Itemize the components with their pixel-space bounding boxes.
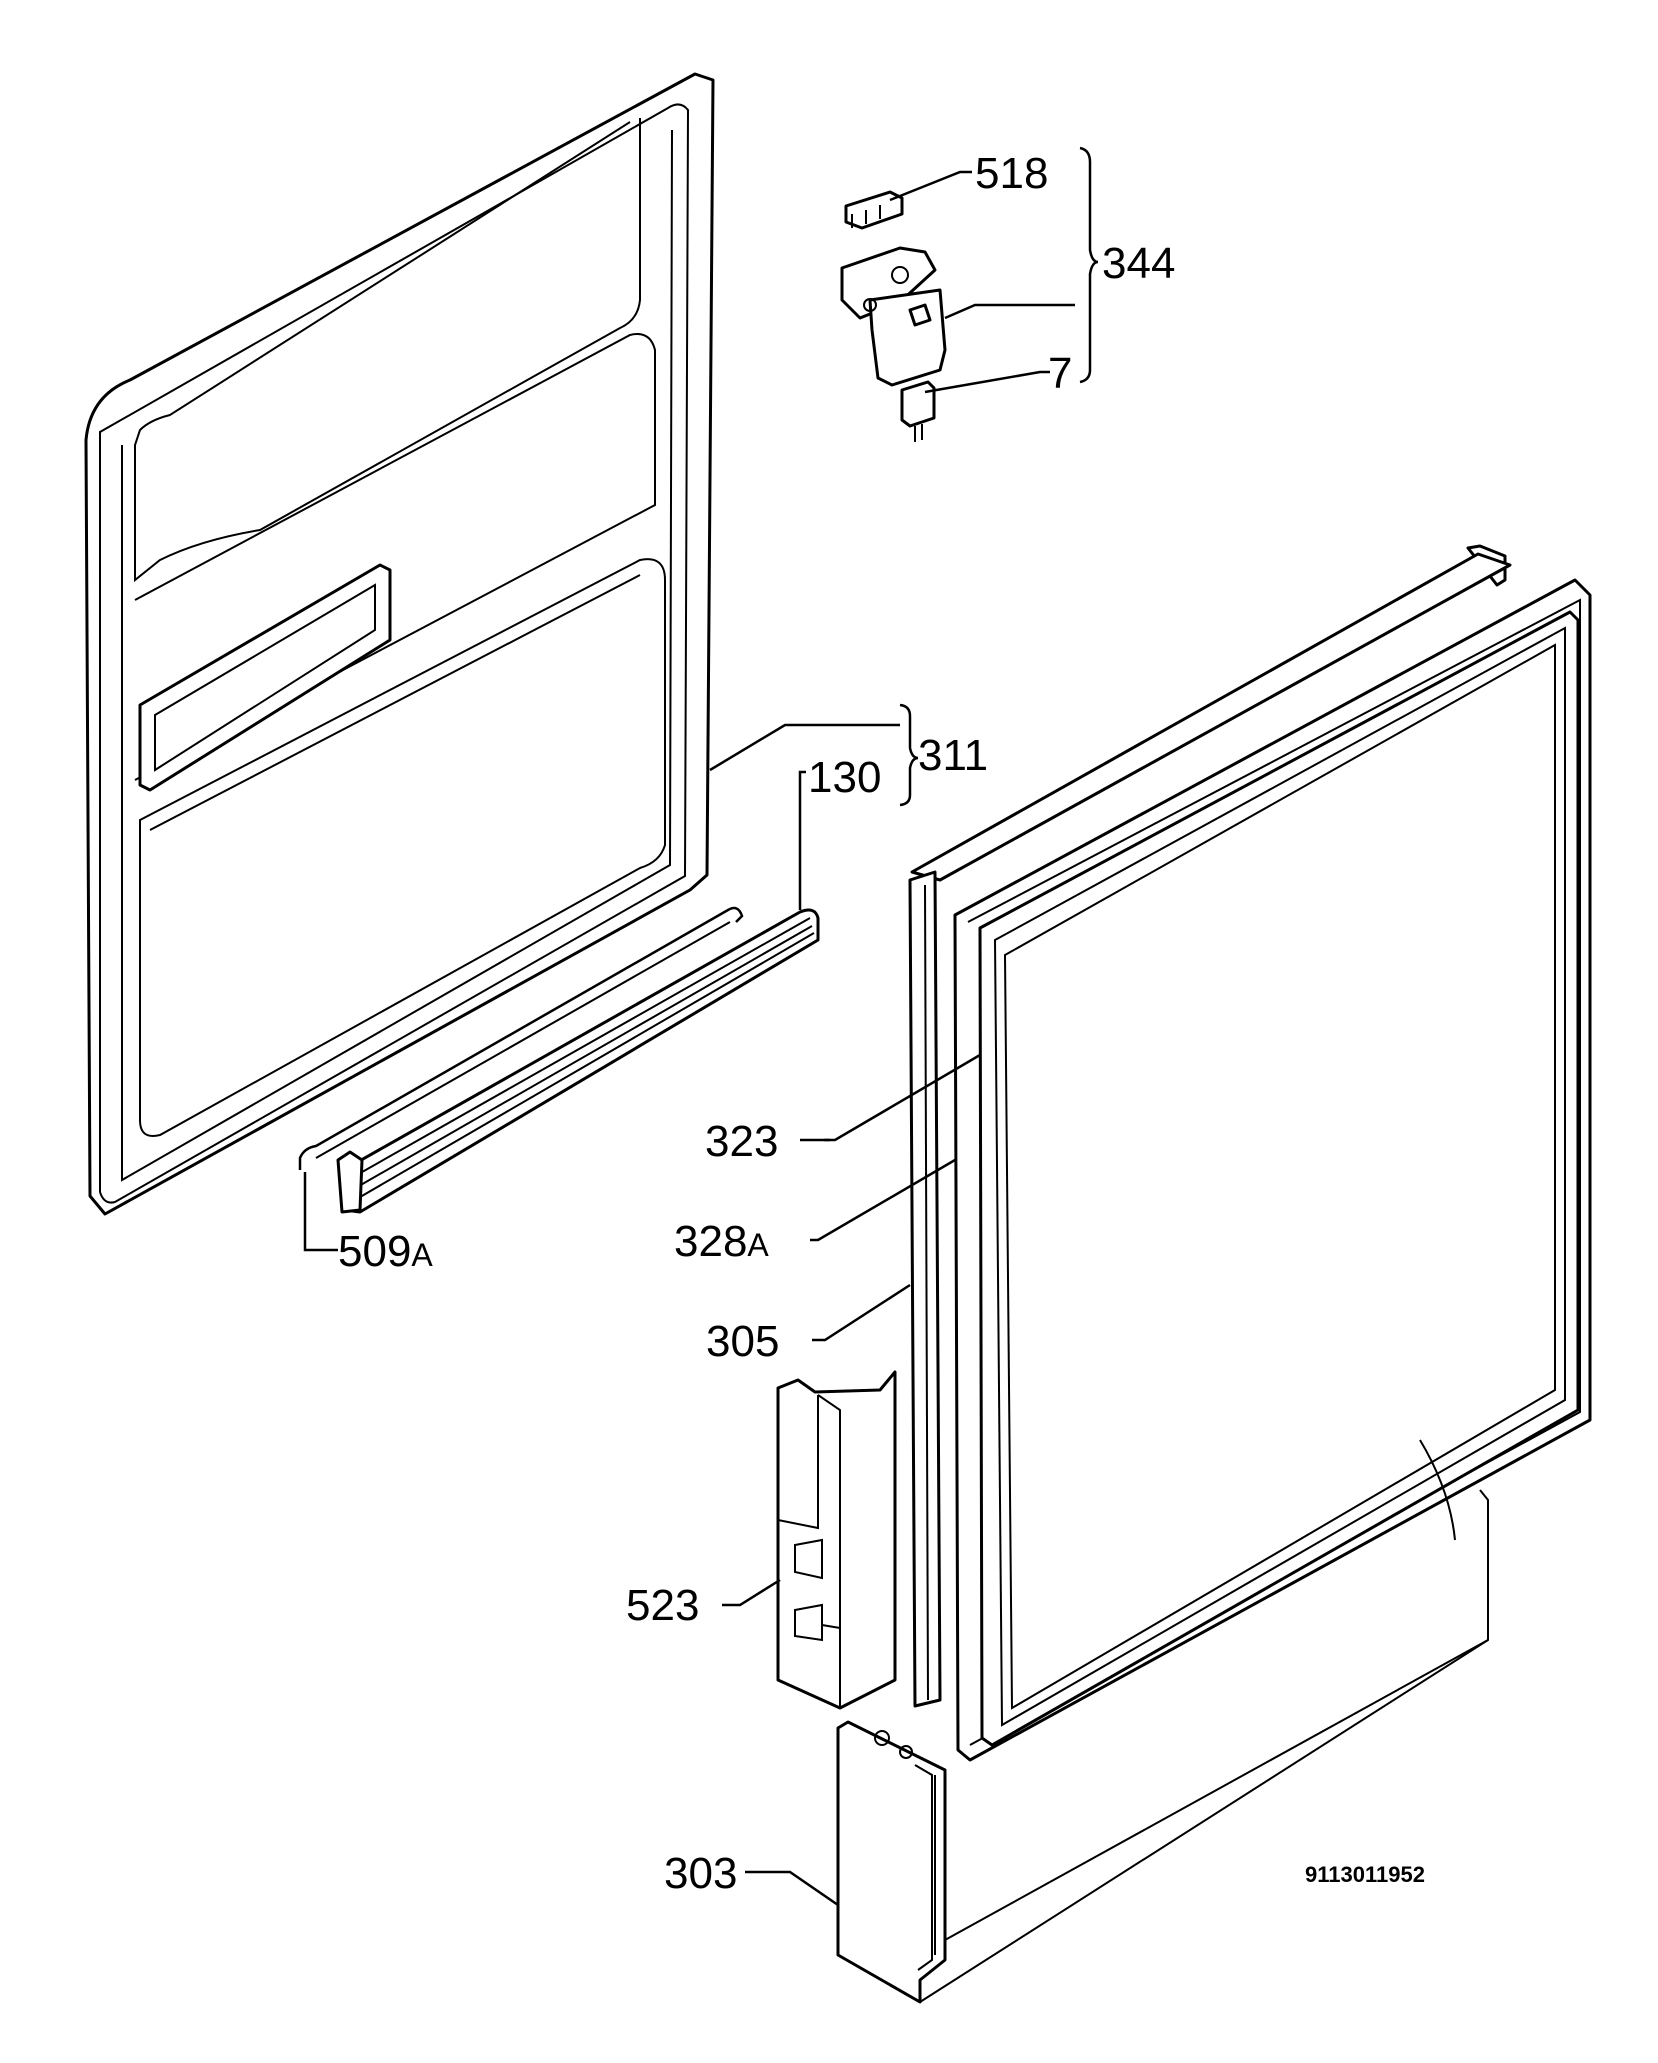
drawing-code: 9113011952 (1305, 1862, 1425, 1887)
label-305: 305 (706, 1317, 779, 1366)
label-344: 344 (1102, 239, 1175, 288)
label-328a: 328A (674, 1217, 769, 1266)
label-7: 7 (1048, 349, 1072, 398)
inner-door-panel (84, 72, 715, 1216)
side-cover-523 (776, 1370, 897, 1710)
label-323: 323 (705, 1117, 778, 1166)
bottom-seal-assembly (298, 906, 820, 1214)
door-lock-assembly (840, 190, 947, 442)
callout-labels: 518 344 7 311 130 509A 323 328A 305 523 … (338, 149, 1425, 1898)
label-523: 523 (626, 1581, 699, 1630)
leader-lines (303, 146, 1099, 1907)
label-311: 311 (918, 731, 988, 780)
label-518: 518 (975, 149, 1048, 198)
outer-door-frame (908, 544, 1592, 1941)
plinth-303 (836, 1639, 1489, 2004)
label-303: 303 (664, 1849, 737, 1898)
label-130: 130 (808, 753, 881, 802)
label-509a: 509A (338, 1227, 433, 1276)
